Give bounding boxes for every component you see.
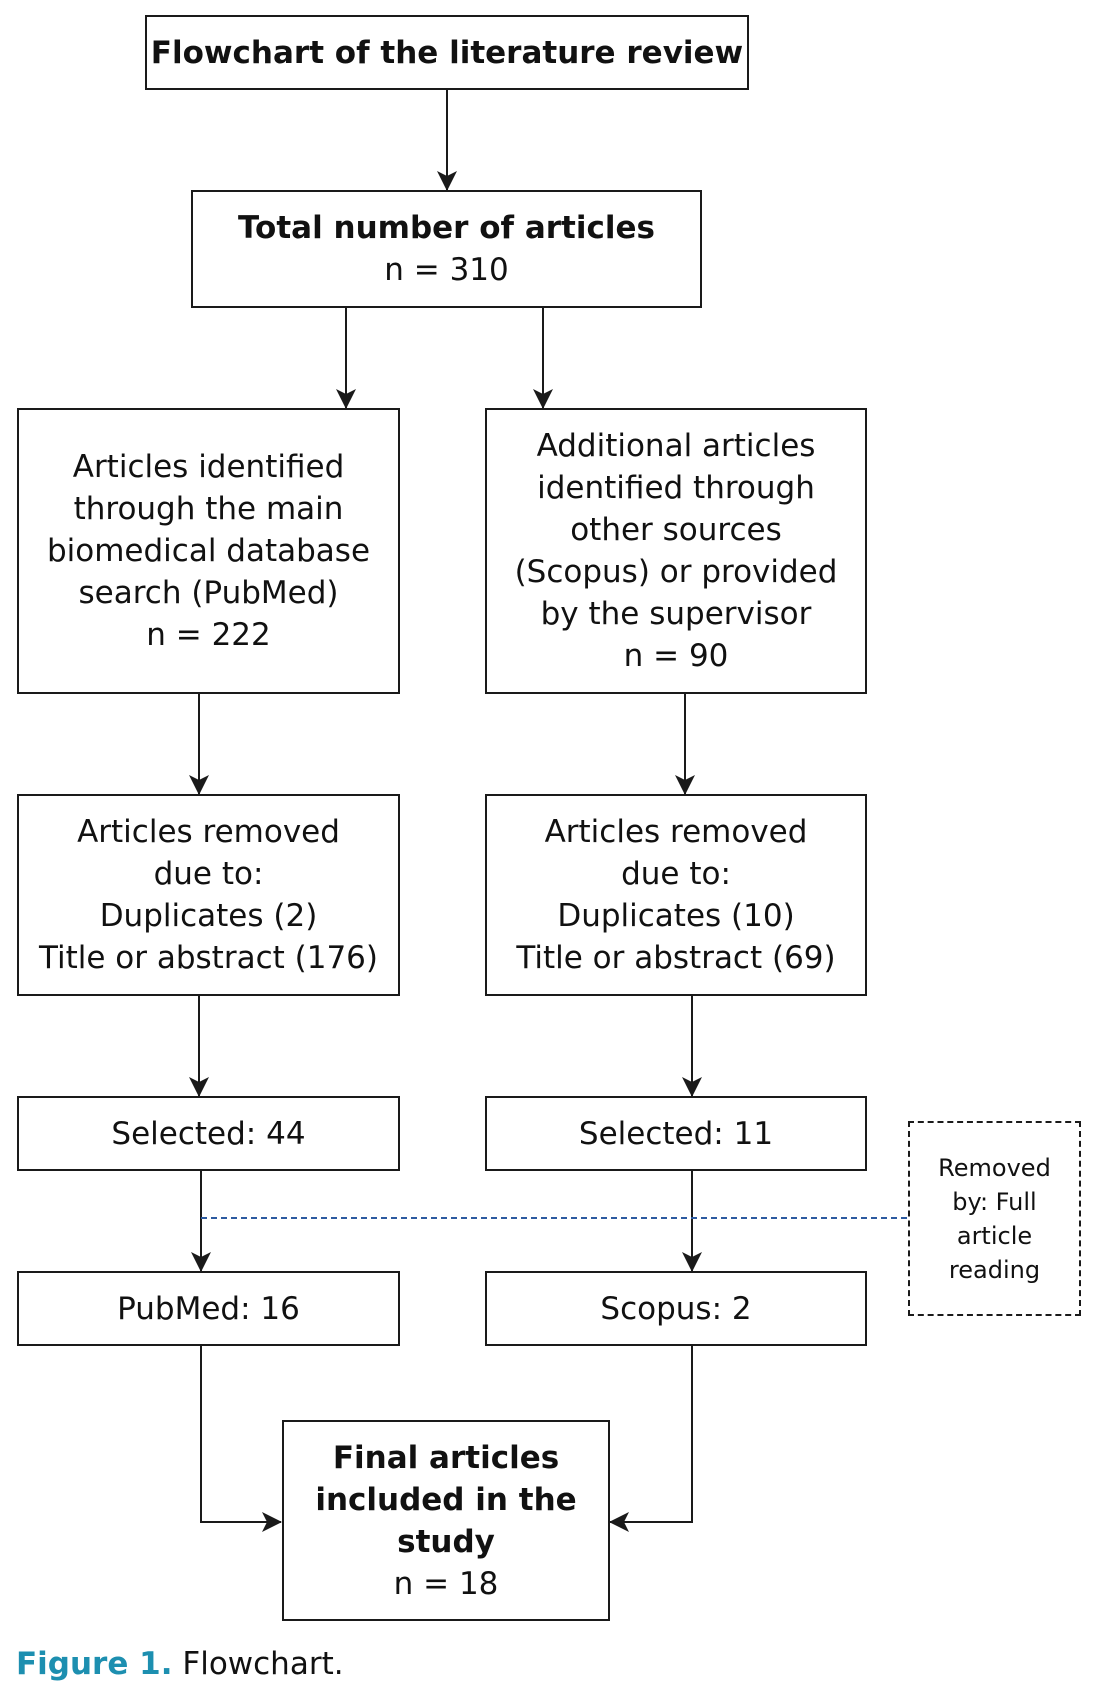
scopus-box: Scopus: 2 [485,1271,867,1346]
total-label: Total number of articles [238,210,655,246]
left-removed-line: due to: [153,856,264,892]
removed-note-line: Removed [938,1153,1051,1182]
scopus-label: Scopus: 2 [600,1290,752,1327]
removed-note-box: Removed by: Full article reading [908,1121,1081,1316]
total-count: n = 310 [384,252,509,288]
left-source-line: through the main [73,491,344,527]
left-source-line: Articles identified [72,449,345,485]
right-removed-line: Duplicates (10) [557,898,795,934]
right-source-line: Additional articles [536,428,816,464]
right-selected-box: Selected: 11 [485,1096,867,1171]
figure-caption-text: Flowchart. [172,1646,344,1682]
left-selected-box: Selected: 44 [17,1096,400,1171]
pubmed-box: PubMed: 16 [17,1271,400,1346]
total-box: Total number of articles n = 310 [191,190,702,308]
right-source-line: identified through [537,470,815,506]
left-source-count: n = 222 [146,617,271,653]
left-removed-line: Articles removed [77,814,340,850]
left-source-box: Articles identified through the main bio… [17,408,400,694]
arrow-pubmed-to-final [200,1346,282,1532]
right-source-line: other sources [570,512,782,548]
left-selected-label: Selected: 44 [111,1115,306,1152]
right-removed-line: Title or abstract (69) [516,940,836,976]
title-box: Flowchart of the literature review [145,15,749,90]
right-source-line: (Scopus) or provided [514,554,838,590]
removed-note-line: article [956,1221,1033,1250]
figure-caption: Figure 1. Flowchart. [16,1644,344,1684]
final-count: n = 18 [393,1565,499,1602]
final-box: Final articles included in the study n =… [282,1420,610,1621]
right-selected-label: Selected: 11 [578,1115,774,1152]
left-source-line: search (PubMed) [78,575,339,611]
left-source-line: biomedical database [46,533,371,569]
right-source-count: n = 90 [623,638,729,674]
pubmed-label: PubMed: 16 [117,1290,300,1327]
final-line: included in the [315,1481,577,1518]
arrow-scopus-to-final [609,1346,693,1532]
final-line: Final articles [332,1439,560,1476]
left-removed-line: Title or abstract (176) [39,940,378,976]
final-line: study [397,1523,495,1560]
right-removed-box: Articles removed due to: Duplicates (10)… [485,794,867,996]
removed-note-line: by: Full [952,1187,1037,1216]
right-source-box: Additional articles identified through o… [485,408,867,694]
flowchart-title: Flowchart of the literature review [150,34,744,71]
right-source-line: by the supervisor [540,596,812,632]
figure-label: Figure 1. [16,1646,173,1682]
left-removed-line: Duplicates (2) [99,898,318,934]
right-removed-line: due to: [621,856,731,892]
removed-note-line: reading [948,1255,1041,1284]
left-removed-box: Articles removed due to: Duplicates (2) … [17,794,400,996]
right-removed-line: Articles removed [544,814,808,850]
